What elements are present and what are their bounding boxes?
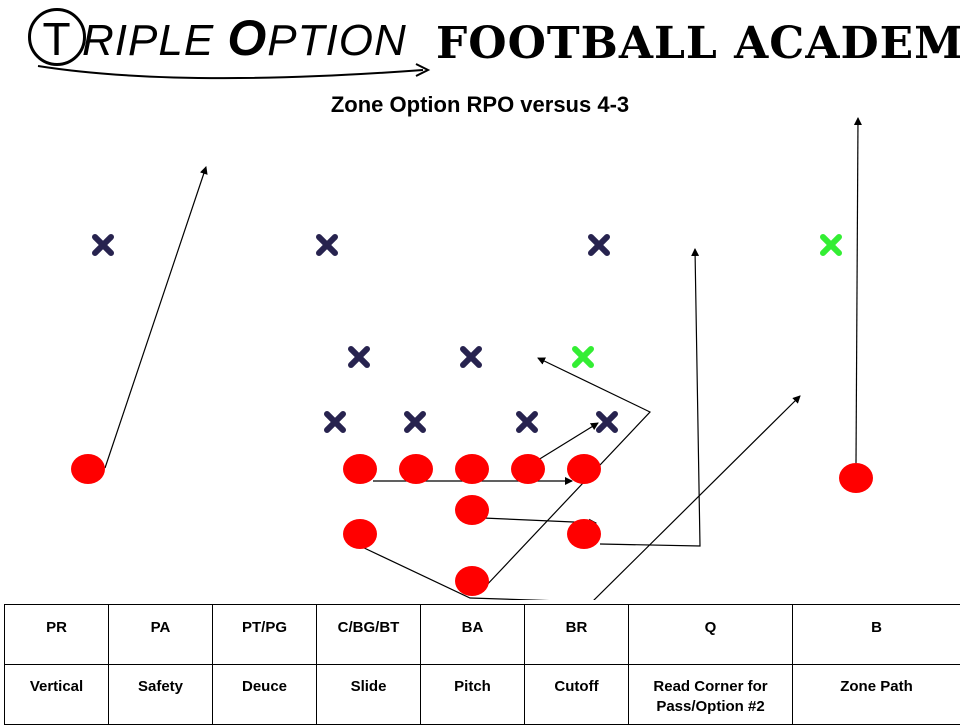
assignment-cell: Deuce	[213, 665, 317, 725]
defender-safety-left	[319, 237, 335, 253]
player-ba	[455, 566, 489, 596]
player-pr	[71, 454, 105, 484]
routes	[105, 118, 858, 600]
player-rt	[567, 454, 601, 484]
defender-end-right	[599, 414, 615, 430]
player-br	[567, 519, 601, 549]
key-defender-outside-linebacker	[575, 349, 591, 365]
key-defender-corner-right	[823, 237, 839, 253]
assignment-table: PR PA PT/PG C/BG/BT BA BR Q B Vertical S…	[4, 604, 960, 725]
assignment-cell: Cutoff	[525, 665, 629, 725]
route-rt-block	[538, 423, 598, 460]
player-c	[455, 454, 489, 484]
defender-end-left	[327, 414, 343, 430]
assignment-cell: Slide	[317, 665, 421, 725]
assignment-cell: Zone Path	[793, 665, 960, 725]
player-lt	[343, 454, 377, 484]
route-q-read	[360, 396, 800, 600]
assignment-cell: Pitch	[421, 665, 525, 725]
position-cell: PA	[109, 605, 213, 665]
route-br-cutoff	[600, 249, 700, 546]
defender-linebacker-left	[351, 349, 367, 365]
assignment-cell: Vertical	[5, 665, 109, 725]
assignment-cell: Safety	[109, 665, 213, 725]
defender-safety-right	[591, 237, 607, 253]
key-defenders	[575, 237, 839, 365]
player-q	[343, 519, 377, 549]
defender-tackle-right	[519, 414, 535, 430]
position-cell: Q	[629, 605, 793, 665]
route-pr-vertical	[105, 167, 206, 468]
player-lg	[399, 454, 433, 484]
offense	[71, 454, 873, 596]
assignment-cell: Read Corner for Pass/Option #2	[629, 665, 793, 725]
position-cell: BA	[421, 605, 525, 665]
player-pa	[455, 495, 489, 525]
route-ba-pitch	[483, 358, 650, 589]
defender-tackle-left	[407, 414, 423, 430]
player-b	[839, 463, 873, 493]
defender-linebacker-middle	[463, 349, 479, 365]
defender-corner-left	[95, 237, 111, 253]
position-cell: PR	[5, 605, 109, 665]
position-row: PR PA PT/PG C/BG/BT BA BR Q B	[5, 605, 960, 665]
player-rg	[511, 454, 545, 484]
position-cell: PT/PG	[213, 605, 317, 665]
play-diagram	[0, 0, 960, 600]
route-b-zone	[856, 118, 858, 463]
position-cell: C/BG/BT	[317, 605, 421, 665]
position-cell: B	[793, 605, 960, 665]
assignment-row: Vertical Safety Deuce Slide Pitch Cutoff…	[5, 665, 960, 725]
position-cell: BR	[525, 605, 629, 665]
